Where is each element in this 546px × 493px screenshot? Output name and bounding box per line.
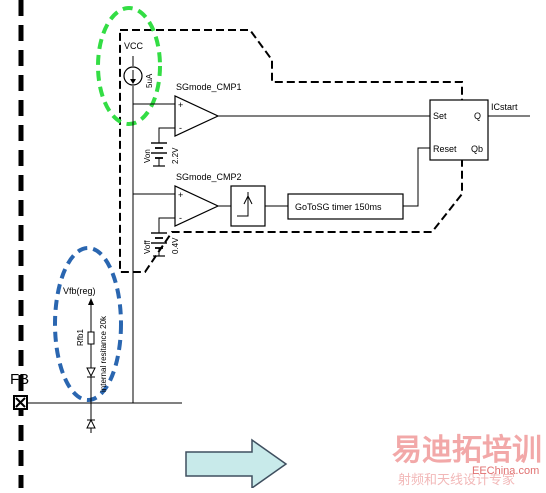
comparator-1-minus: -	[179, 123, 182, 133]
latch-set-label: Set	[433, 111, 447, 121]
internal-resistance-highlight-ellipse	[53, 246, 123, 402]
comparator-2-label: SGmode_CMP2	[176, 172, 242, 182]
latch-qb-label: Qb	[471, 144, 483, 154]
sr-latch	[429, 99, 489, 161]
cmp1-minus-wire	[158, 127, 175, 143]
watermark-slogan: 射频和天线设计专家	[398, 472, 515, 488]
vcc-highlight-ellipse	[96, 6, 162, 126]
voff-value: 0.4V	[171, 237, 180, 254]
rising-edge-arrow-icon	[243, 194, 253, 205]
vfb-reg-label: Vfb(reg)	[63, 286, 96, 296]
comparator-2-plus: +	[178, 190, 183, 200]
cmp2-minus-wire	[158, 217, 175, 233]
rfb1-resistor	[87, 331, 95, 345]
latch-reset-label: Reset	[433, 144, 457, 154]
vcc-label: VCC	[124, 41, 144, 51]
right-arrow-icon	[185, 438, 288, 490]
watermark-brand: 易迪拓培训	[392, 433, 542, 468]
goto-sg-timer-block	[287, 193, 404, 220]
voff-label: Voff	[143, 240, 152, 254]
internal-resistance-label: internal resitance 20k	[99, 315, 108, 392]
fb-pin-cross-2	[15, 397, 26, 408]
fb-pin-label: FB	[10, 371, 29, 388]
comparator-1-plus: +	[178, 100, 183, 110]
rfb1-label: Rfb1	[76, 329, 85, 346]
current-source-arrow-head	[130, 79, 136, 84]
comparator-1-label: SGmode_CMP1	[176, 82, 242, 92]
latch-q-label: Q	[474, 111, 481, 121]
vfb-reg-arrow-icon	[88, 298, 94, 305]
timer-to-reset-wire	[403, 147, 430, 207]
icstart-label: ICstart	[491, 102, 518, 112]
clamp-diode-icon	[86, 418, 96, 429]
comparator-2-minus: -	[179, 213, 182, 223]
von-value: 2.2V	[171, 147, 180, 164]
von-label: Von	[143, 149, 152, 163]
sg-mode-block-outline	[119, 29, 463, 273]
rising-edge-icon	[237, 192, 249, 217]
watermark-site: EEChina.com	[472, 465, 539, 477]
goto-sg-timer-label: GoToSG timer 150ms	[295, 202, 382, 212]
rfb1-diode-icon	[86, 367, 96, 378]
comparator-1	[174, 95, 220, 137]
current-source-label: 5uA	[145, 73, 154, 88]
comparator-2	[174, 185, 220, 227]
